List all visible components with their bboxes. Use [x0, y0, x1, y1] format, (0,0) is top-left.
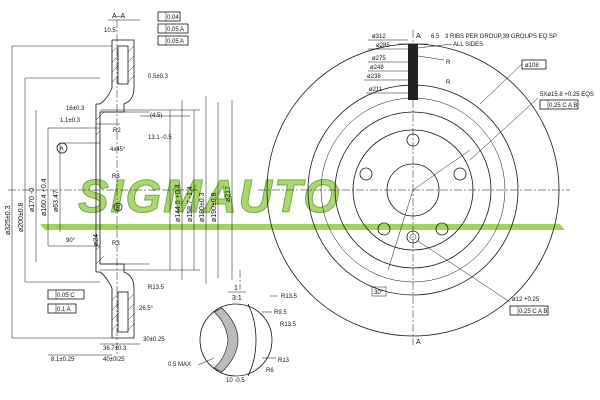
detail-view: 1 3:1 R13.5 R9.5 R13.5 R13 R6 0.5 MAX 10… [168, 285, 298, 384]
sigmauto-watermark: SIGMAUTO [40, 170, 565, 230]
front-view: A A ø312 ø285 ø275 ø248 ø238 ø211 6.5 3 … [258, 30, 594, 346]
datum-b-marker [113, 202, 123, 212]
dim-6-5: 6.5 [431, 34, 440, 40]
dim-phi312: ø312 [372, 34, 386, 40]
section-view: A B A–A 0.04 0.05 A 0.05 A 0.05 C [5, 11, 241, 363]
rib-r1: R [446, 60, 451, 66]
dim-16: 16±0.3 [66, 106, 85, 112]
tol-frame-1: 0.04 [157, 11, 181, 22]
dim-4x45: 4x45° [110, 147, 126, 153]
dim-8-1: 8.1±0.25 [51, 357, 75, 363]
detail-r9-5: R9.5 [274, 310, 287, 316]
tol-frame-5: 0.1 A [47, 303, 77, 314]
holes-spec: 5Xø15.8 +0.25 EQS [540, 92, 594, 98]
dim-26-5: 26.5° [139, 306, 154, 312]
detail-10: 10 -0.5 [226, 378, 245, 384]
datum-a-marker [56, 142, 68, 154]
dim-phi158: ø158.7 -1.4 [187, 186, 194, 222]
dim-phi217: ø217 [225, 186, 232, 202]
angle-30: 30° [374, 290, 384, 296]
svg-text:0.05 C: 0.05 C [57, 293, 75, 299]
tol-frame-6: 0.25 C A B [539, 99, 579, 110]
dim-4-5: (4.5) [150, 113, 162, 119]
tol-frame-2: 0.05 A [157, 23, 189, 34]
detail-r6: R6 [266, 368, 274, 374]
dim-1-1: 1.1±0.3 [60, 118, 81, 124]
dim-r3a: R3 [112, 174, 120, 180]
dim-phi108: ø108 [525, 63, 539, 69]
dim-phi170: ø170 -0 [29, 188, 36, 212]
rib-r2: R [446, 80, 451, 86]
dim-phi24: ø24 [93, 234, 100, 246]
dim-phi200: ø200±0.8 [18, 202, 25, 232]
svg-text:B: B [116, 206, 120, 212]
svg-text:0.04: 0.04 [167, 15, 179, 21]
dim-0-5: 0.5±0.3 [148, 74, 169, 80]
detail-title: 1 [234, 285, 238, 292]
detail-r13-5b: R13.5 [280, 322, 297, 328]
dim-phi144: ø144.5 +0.4 [175, 184, 182, 222]
dim-r3b: R3 [112, 241, 120, 247]
dim-r13-5: R13.5 [148, 285, 165, 291]
dim-90: 90° [66, 238, 76, 244]
watermark-text: SIGMAUTO [78, 170, 341, 222]
dim-13-1: 13.1 -0.5 [148, 135, 172, 141]
dim-phi325: ø325±0.3 [5, 205, 12, 235]
svg-text:0.1 A: 0.1 A [57, 307, 71, 313]
ribs-note: 3 RIBS PER GROUP,39 GROUPS EQ.SP [445, 34, 557, 40]
tol-frame-3: 0.05 A [157, 35, 189, 46]
dim-phi180: ø180±0.3 [199, 192, 206, 222]
dim-phi248: ø248 [370, 65, 384, 71]
svg-text:0.05 A: 0.05 A [167, 27, 184, 33]
svg-text:A: A [60, 147, 64, 153]
dim-30: 30±0.25 [143, 337, 165, 343]
watermark-swoosh [40, 224, 565, 230]
dim-phi238: ø238 [367, 74, 381, 80]
svg-text:0.25 C A B: 0.25 C A B [549, 103, 577, 109]
tol-frame-7: 0.25 C A B [509, 305, 549, 316]
detail-r13-5: R13.5 [281, 294, 298, 300]
dim-phi275: ø275 [372, 56, 386, 62]
detail-r13: R13 [278, 358, 290, 364]
detail-max: 0.5 MAX [168, 362, 191, 368]
svg-text:0.25 C A B: 0.25 C A B [519, 309, 547, 315]
tol-frame-4: 0.05 C [47, 289, 85, 300]
dim-phi211: ø211 [369, 87, 383, 93]
dim-10-5: 10.5 [104, 28, 116, 34]
section-mark-a-bottom: A [416, 339, 421, 346]
dim-40: 40±0.25 [103, 357, 125, 363]
dim-r2: R2 [113, 128, 121, 134]
detail-scale: 3:1 [232, 295, 242, 302]
dim-36-7: 36.7±0.3 [103, 346, 127, 352]
dim-phi190: ø190±0.8 [211, 192, 218, 222]
hole-12-spec: ø12 +0.25 [512, 297, 540, 303]
section-mark-a-top: A [416, 33, 421, 40]
section-title: A–A [112, 13, 126, 20]
dim-phi160: ø160.4 +0.4 [41, 178, 48, 216]
svg-text:0.05 A: 0.05 A [167, 39, 184, 45]
dim-phi63: ø63.47 [53, 190, 60, 212]
all-sides-note: ALL SIDES [453, 42, 483, 48]
dim-phi285: ø285 [376, 43, 390, 49]
